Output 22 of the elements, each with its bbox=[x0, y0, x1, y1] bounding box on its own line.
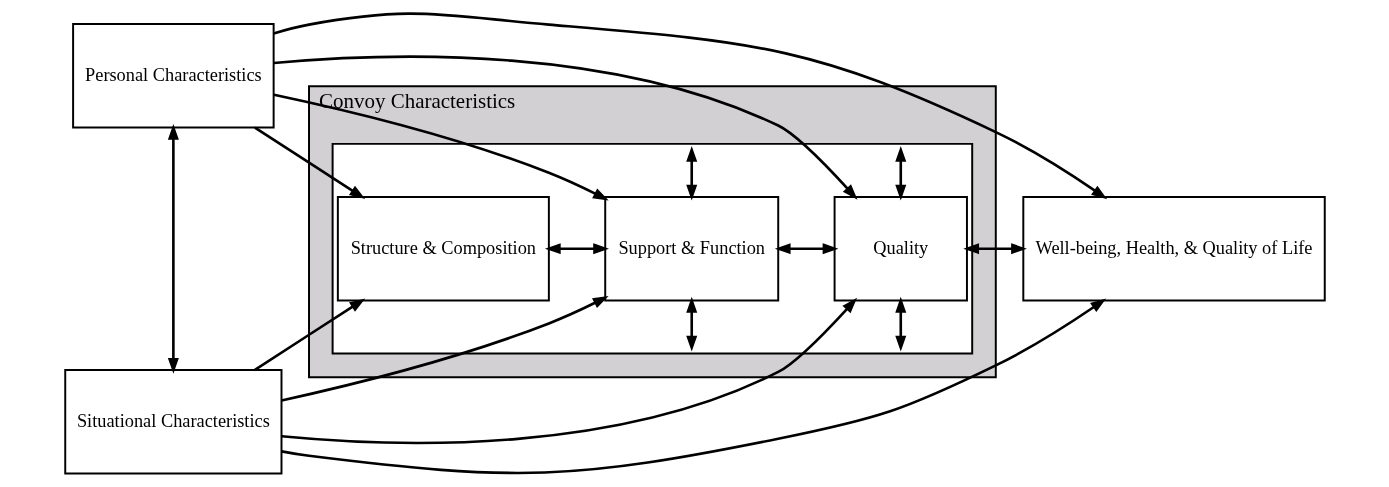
arrow bbox=[894, 296, 906, 352]
arrow bbox=[894, 145, 906, 201]
node-box: Situational Characteristics bbox=[63, 368, 282, 475]
arrow bbox=[167, 124, 179, 374]
arrow bbox=[280, 297, 857, 445]
node-box: Quality bbox=[833, 195, 968, 302]
arrow bbox=[280, 296, 609, 402]
arrow bbox=[774, 243, 838, 255]
node-box: Well-being, Health, & Quality of Life bbox=[1021, 195, 1326, 302]
node-box: Personal Characteristics bbox=[71, 22, 275, 129]
arrow bbox=[273, 93, 609, 201]
arrow bbox=[272, 12, 1107, 200]
arrow bbox=[685, 296, 697, 352]
arrow bbox=[962, 243, 1027, 255]
arrow bbox=[685, 145, 697, 201]
arrow bbox=[280, 298, 1106, 475]
arrow bbox=[253, 298, 365, 371]
node-box: Structure & Composition bbox=[336, 195, 550, 302]
arrow bbox=[544, 243, 609, 255]
arrow bbox=[253, 126, 365, 199]
arrow bbox=[273, 55, 857, 200]
node-box: Support & Function bbox=[603, 195, 779, 302]
